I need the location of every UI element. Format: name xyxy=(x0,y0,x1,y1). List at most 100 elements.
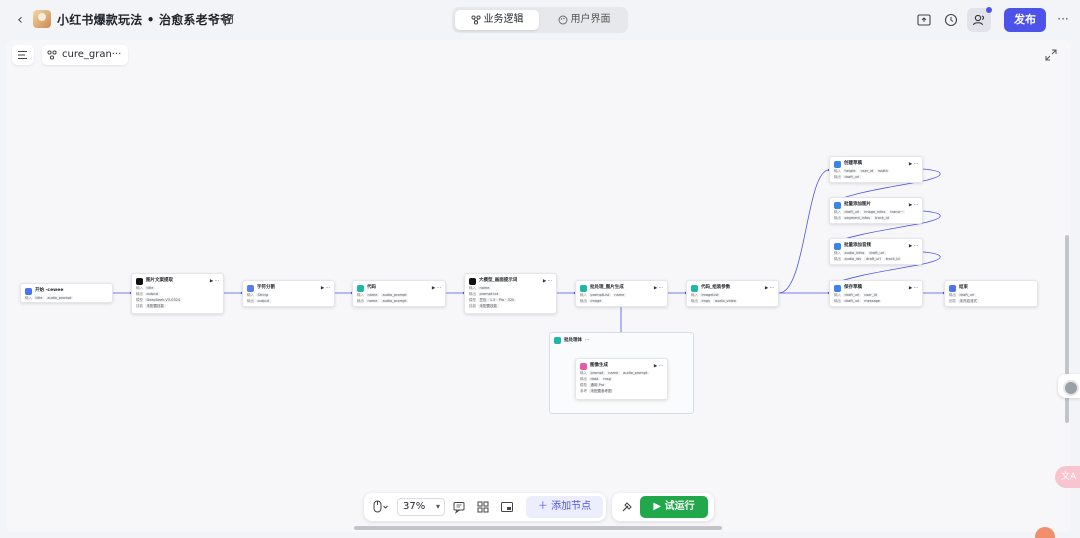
collaborators-button[interactable] xyxy=(967,7,992,32)
node-row: 模型豆包 · 1.5 · Pro · 32k xyxy=(469,298,516,302)
tab-business-logic[interactable]: 业务逻辑 xyxy=(455,10,539,30)
node-actions[interactable]: ▶ ··· xyxy=(908,243,918,249)
plus-icon: ＋ xyxy=(537,501,552,512)
node-actions[interactable]: ▶ ··· xyxy=(653,285,663,291)
workflow-name-tag[interactable]: cure_gran··· xyxy=(42,45,128,65)
run-toolbar: ▶ 试运行 xyxy=(612,493,714,521)
group-actions[interactable]: ··· xyxy=(585,337,590,343)
notification-dot xyxy=(986,7,992,13)
mouse-mode-icon[interactable] xyxy=(371,499,389,515)
assistant-avatar[interactable] xyxy=(1035,527,1055,538)
workflow-canvas[interactable]: cure_gran··· xyxy=(6,40,1070,532)
code-icon xyxy=(357,284,364,292)
export-icon[interactable] xyxy=(916,12,932,28)
node-actions[interactable]: ▶ ··· xyxy=(320,285,330,291)
plugin-icon xyxy=(834,284,841,292)
layout-icon[interactable] xyxy=(476,500,490,514)
workflow-icon xyxy=(470,15,481,25)
test-run-button[interactable]: ▶ 试运行 xyxy=(640,496,708,518)
node-title: 图像生成 xyxy=(590,363,608,368)
menu-toggle-button[interactable] xyxy=(12,45,34,65)
translate-button[interactable]: 文A xyxy=(1055,466,1080,488)
node-title: 批量添加音频 xyxy=(844,243,871,248)
vertical-scrollbar[interactable] xyxy=(1065,235,1069,423)
node-title: 结束 xyxy=(959,285,968,290)
users-icon xyxy=(972,14,984,26)
chevron-down-icon: ▾ xyxy=(435,502,440,511)
llm-icon xyxy=(469,277,476,285)
code-icon xyxy=(691,284,698,292)
workflow-name: cure_gran··· xyxy=(62,49,122,60)
node-actions[interactable]: ▶ ··· xyxy=(653,363,663,369)
node-title: 代码 xyxy=(367,285,376,290)
node-actions[interactable]: ▶ ··· xyxy=(209,278,219,284)
back-icon[interactable]: ‹ xyxy=(17,12,23,28)
node-row: 技能未配置技能 xyxy=(469,304,499,308)
workflow-icon xyxy=(47,50,57,60)
node-actions[interactable]: ▶ ··· xyxy=(764,285,774,291)
node-title: 批量添加图片 xyxy=(844,202,871,207)
minimap-icon[interactable] xyxy=(500,500,514,514)
zoom-select[interactable]: 37% ▾ xyxy=(397,498,445,516)
run-label: 试运行 xyxy=(664,501,695,512)
assistant-chip[interactable] xyxy=(1058,374,1080,398)
zoom-value: 37% xyxy=(403,501,426,512)
image-icon xyxy=(580,362,587,370)
node-actions[interactable]: ▶ ··· xyxy=(542,278,552,284)
horizontal-scrollbar[interactable] xyxy=(354,526,722,530)
split-icon xyxy=(247,284,254,292)
node-title: 开始 -cewee xyxy=(35,288,64,293)
view-switch: 业务逻辑 用户界面 xyxy=(452,7,628,33)
tab-user-interface[interactable]: 用户界面 xyxy=(542,10,626,30)
node-row: 模型通用 Pro xyxy=(580,383,606,387)
publish-button[interactable]: 发布 xyxy=(1004,8,1046,32)
more-icon[interactable]: ··· xyxy=(1057,12,1069,26)
node-actions[interactable]: ▶ ··· xyxy=(908,202,918,208)
node-row: 参考未配置参考图 xyxy=(580,389,613,393)
group-title: 批处理体 xyxy=(564,338,582,343)
edit-icon[interactable] xyxy=(222,12,236,26)
tab-label: 用户界面 xyxy=(570,14,611,25)
history-icon[interactable] xyxy=(943,12,959,28)
node-actions[interactable]: ▶ ··· xyxy=(908,285,918,291)
add-node-button[interactable]: ＋ 添加节点 xyxy=(526,496,603,518)
top-bar: ‹ 小红书爆款玩法 • 治愈系老爷爷 业务逻辑 用户界面 xyxy=(0,0,1080,40)
batch-icon xyxy=(554,336,561,344)
canvas-toolbar: 37% ▾ ＋ 添加节点 xyxy=(364,493,606,521)
debug-icon[interactable] xyxy=(620,500,634,514)
node-title: 代码_组装参数 xyxy=(701,285,731,290)
node-actions[interactable]: ▶ ··· xyxy=(431,285,441,291)
comment-icon[interactable] xyxy=(452,500,466,514)
fullscreen-icon[interactable] xyxy=(1044,48,1058,62)
node-actions[interactable]: ▶ ··· xyxy=(908,161,918,167)
